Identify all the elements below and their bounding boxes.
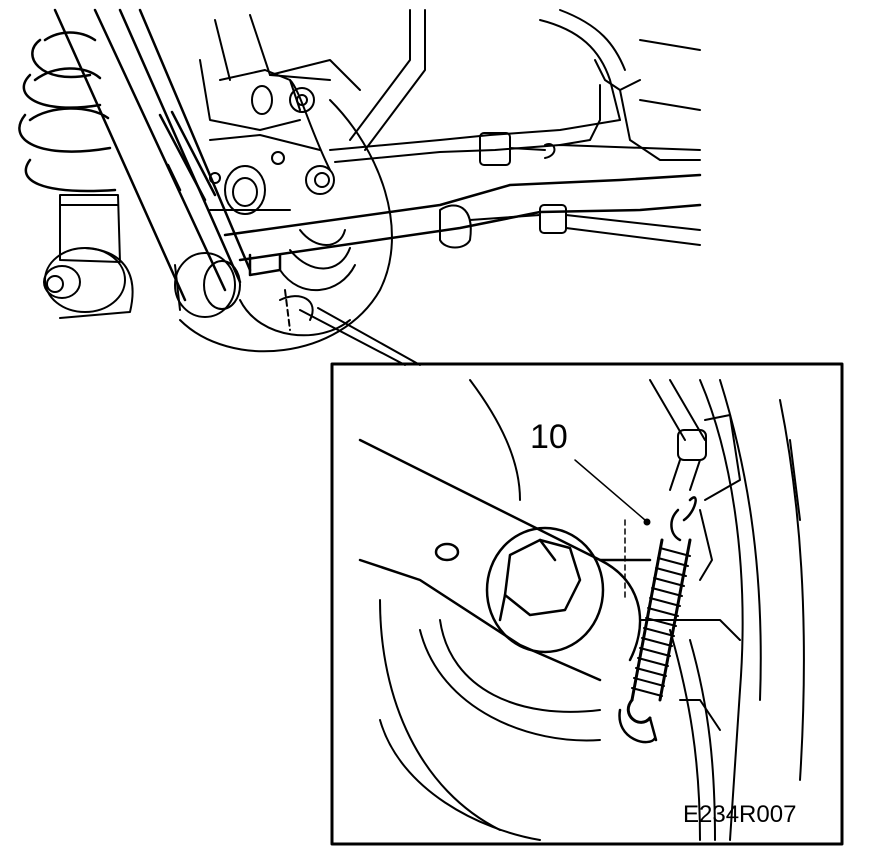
lower-link [225, 175, 700, 275]
hex-bolt [487, 528, 603, 652]
return-spring [620, 497, 696, 742]
callout-number: 10 [530, 418, 568, 456]
callout-pointer [300, 308, 420, 365]
coil-spring [19, 33, 115, 191]
brake-cable-detail [650, 380, 706, 490]
overview-assembly [19, 10, 700, 351]
spring-coils [632, 548, 690, 696]
arm-bushing [175, 253, 240, 317]
drum-rings [380, 620, 600, 840]
hub-carrier [200, 60, 334, 214]
inset-content [360, 380, 804, 840]
figure-code: E234R007 [683, 801, 797, 828]
brake-drum [380, 600, 500, 830]
backing-plate [640, 380, 804, 840]
brake-lever [360, 440, 650, 680]
spring-location-marker [280, 290, 313, 330]
shock-absorber [44, 195, 133, 318]
body-structure [215, 10, 700, 160]
trailing-arm [55, 10, 250, 300]
brake-cable [330, 120, 700, 248]
callout-leader [575, 460, 650, 525]
detail-inset [332, 364, 842, 844]
